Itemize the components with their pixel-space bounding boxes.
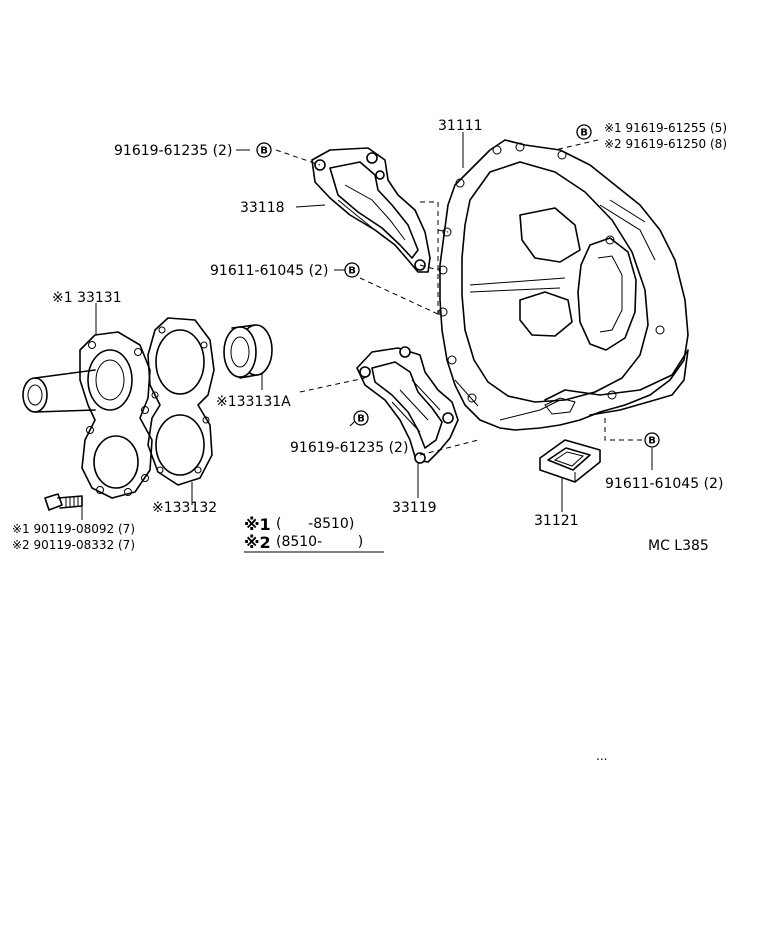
retainer [22, 331, 153, 499]
figure-code: MC L385 [648, 538, 709, 554]
label-bolt-lower-mid: 91619-61235 (2) [290, 440, 408, 456]
label-housing: 31111 [438, 118, 483, 134]
label-retainer: ※1 33131 [52, 290, 122, 306]
note-1-mark: ※1 [244, 515, 271, 534]
clutch-housing [438, 139, 689, 431]
svg-text:B: B [648, 436, 656, 447]
bolt-ref-badge: B [353, 410, 369, 426]
svg-text:B: B [357, 414, 365, 425]
install-lines [275, 139, 648, 456]
bolt-ref-badge: B [256, 142, 272, 158]
label-retainer-bolt-2: ※2 90119-08332 (7) [12, 538, 135, 552]
oil-seal [223, 324, 273, 379]
bolt-ref-badge: B [644, 432, 660, 448]
label-upper-bracket: 33118 [240, 200, 285, 216]
label-gasket: ※133132 [152, 500, 217, 516]
note-1-range: ( -8510) [276, 516, 354, 532]
gasket [147, 317, 215, 486]
label-oil-seal: ※133131A [216, 394, 291, 410]
label-grommet: 31121 [534, 513, 579, 529]
leader-lines [81, 132, 653, 520]
label-lower-bracket: 33119 [392, 500, 437, 516]
label-bolt-top-right-2: ※2 91619-61250 (8) [604, 137, 727, 151]
bolt-ref-badge: B [344, 262, 360, 278]
note-2-mark: ※2 [244, 533, 271, 552]
label-retainer-bolt-1: ※1 90119-08092 (7) [12, 522, 135, 536]
svg-text:B: B [348, 266, 356, 277]
svg-text:B: B [580, 128, 588, 139]
svg-text:B: B [260, 146, 268, 157]
lower-bracket [356, 346, 459, 464]
retainer-bolt [44, 493, 83, 511]
label-bolt-mid-left: 91611-61045 (2) [210, 263, 328, 279]
stray-mark: ... [596, 749, 607, 763]
bolt-ref-badge: B [576, 124, 592, 140]
grommet [539, 439, 601, 483]
label-bolt-top-left: 91619-61235 (2) [114, 143, 232, 159]
label-bolt-top-right-1: ※1 91619-61255 (5) [604, 121, 727, 135]
label-bolt-right-lower: 91611-61045 (2) [605, 476, 723, 492]
upper-bracket [311, 147, 431, 273]
note-2-range: (8510- ) [276, 534, 363, 550]
